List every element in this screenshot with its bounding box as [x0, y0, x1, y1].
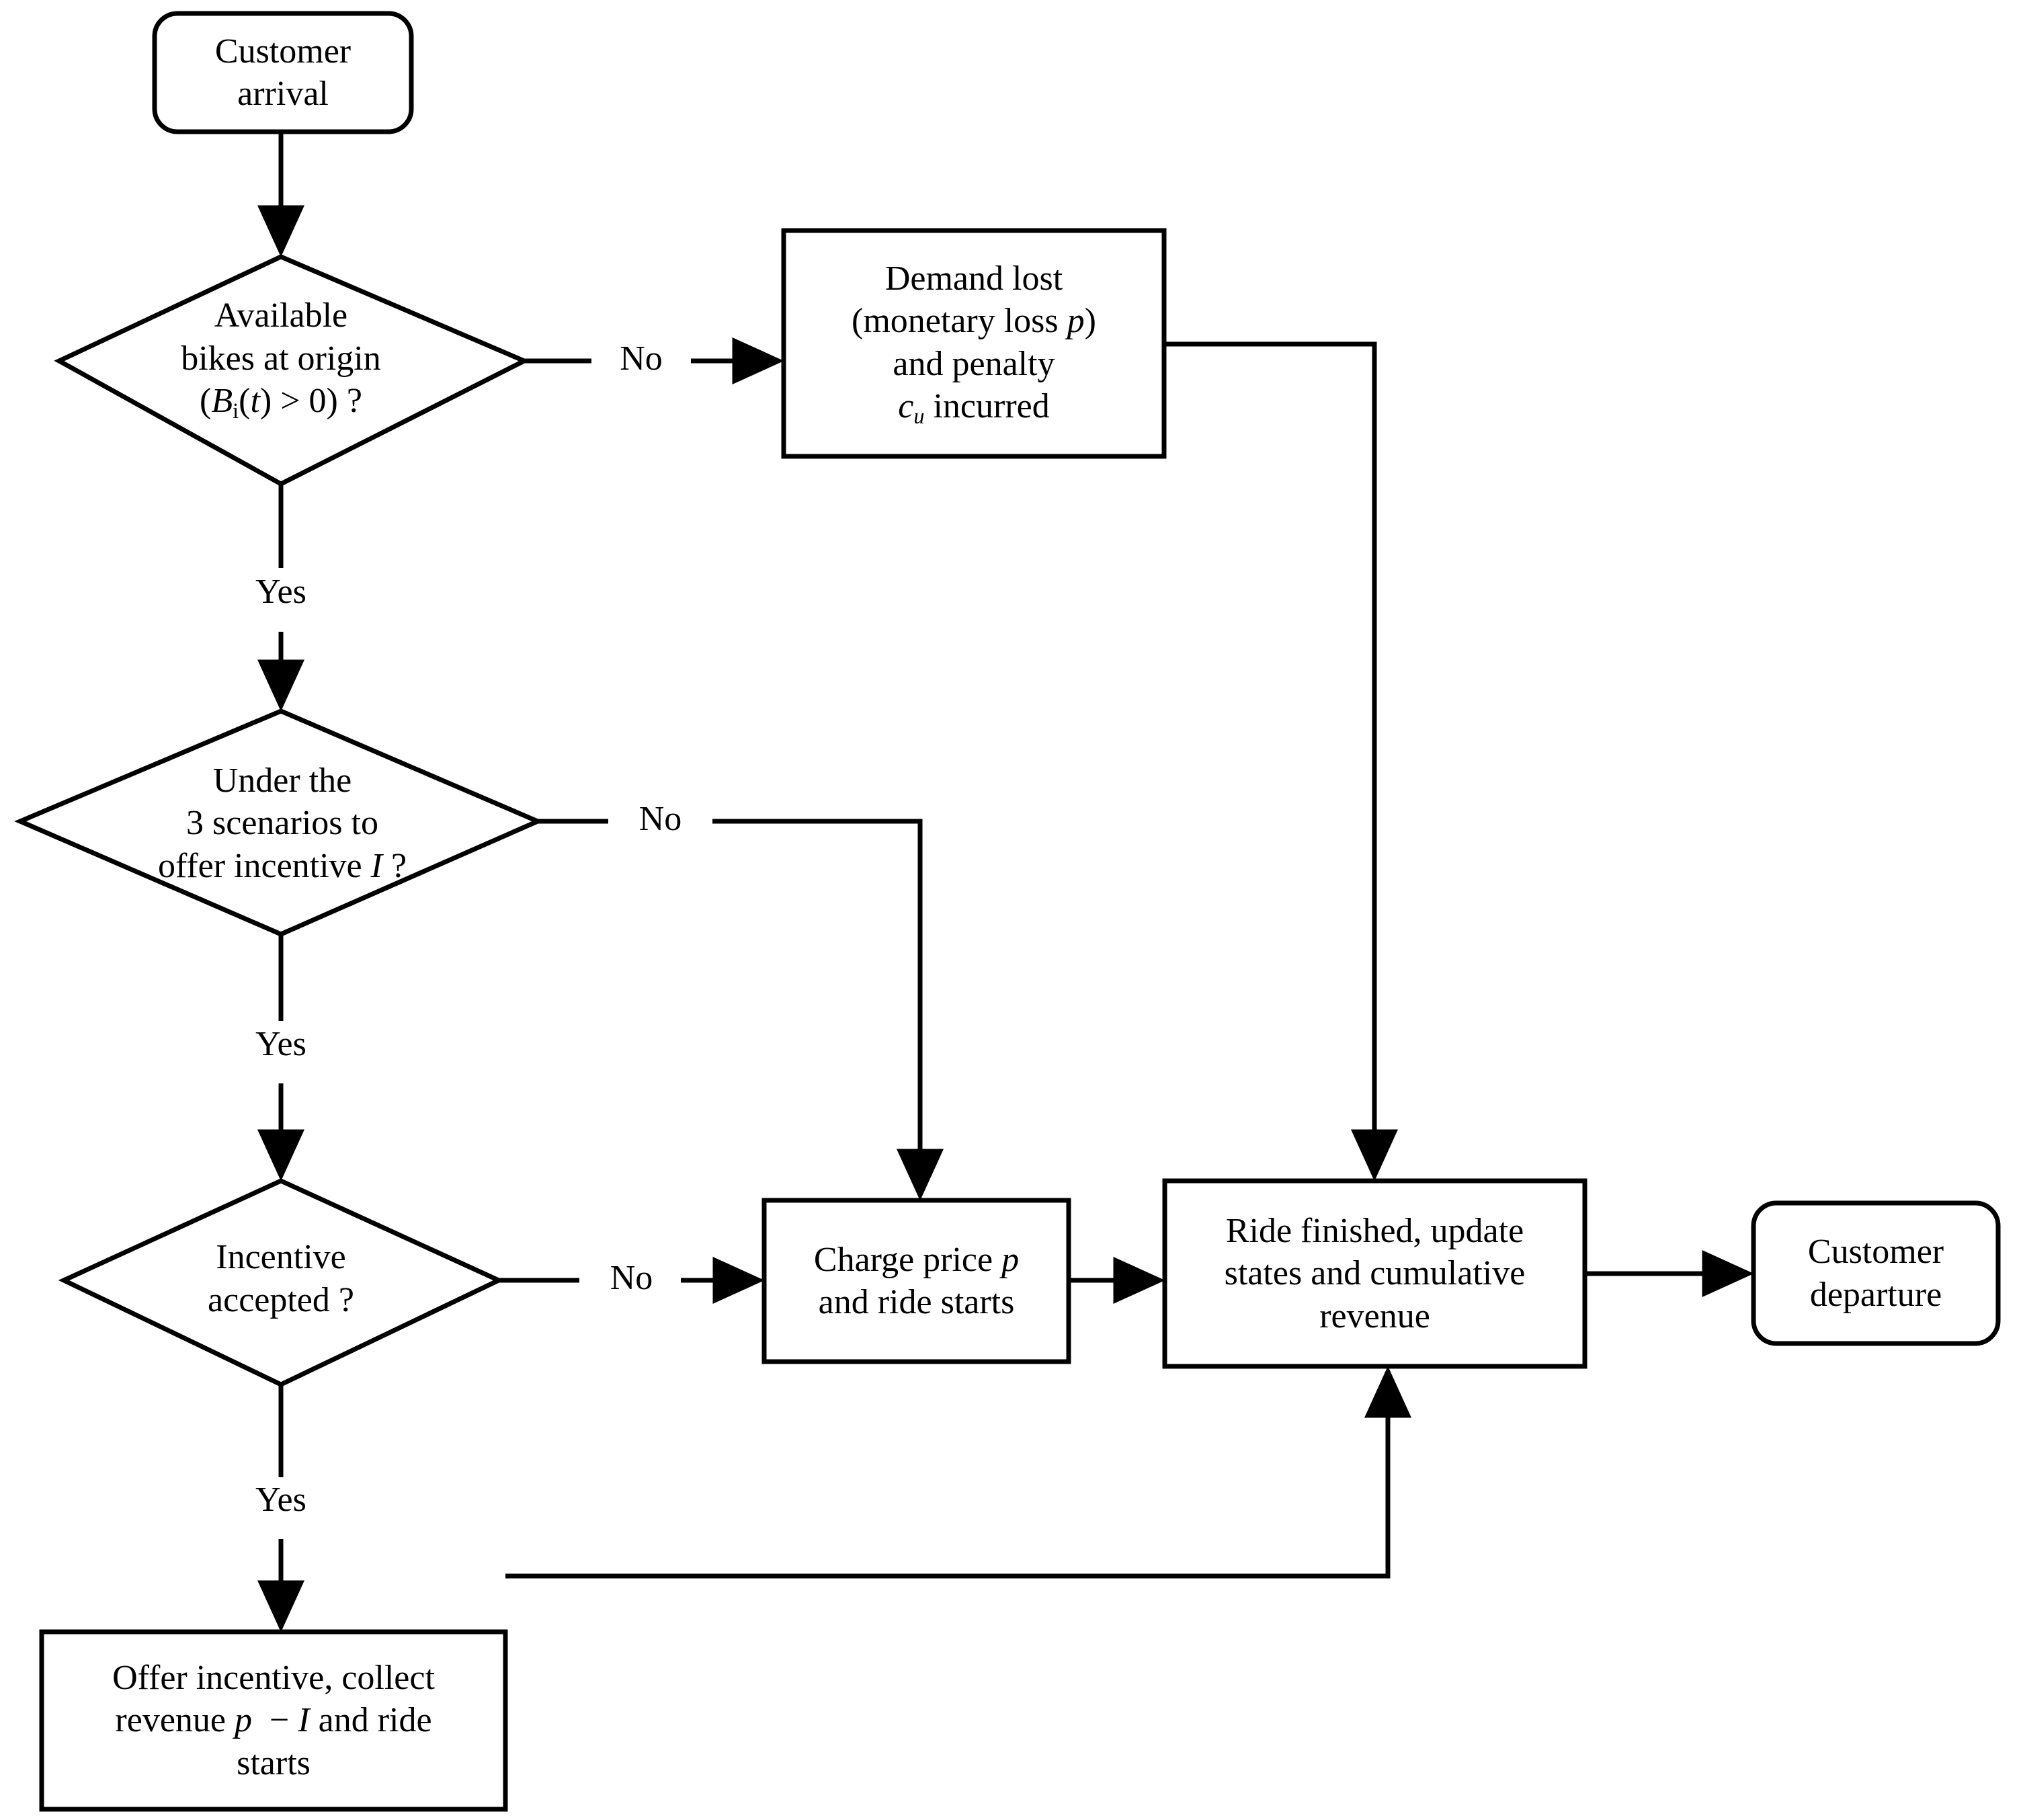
node-demand-lost-shape[interactable] — [781, 228, 1167, 459]
node-customer-arrival-shape[interactable] — [152, 11, 414, 134]
edge-label-scenarios-yes: Yes — [255, 1025, 306, 1063]
edge-label-accepted-yes: Yes — [255, 1481, 306, 1519]
node-charge-price-shape[interactable] — [761, 1198, 1071, 1364]
edge-scenarios-no-right — [712, 819, 944, 1201]
edge-label-accepted-no: No — [610, 1259, 653, 1297]
node-customer-departure-shape[interactable] — [1751, 1200, 2001, 1346]
node-under-scenarios-shape[interactable] — [14, 708, 544, 937]
node-ride-finished-shape[interactable] — [1162, 1178, 1587, 1369]
edge-label-scenarios-no: No — [638, 800, 682, 838]
edge-label-bikes-no: No — [620, 339, 663, 378]
node-incentive-accepted-shape[interactable] — [58, 1178, 505, 1387]
edge-demandlost-to-ridefinished — [1164, 341, 1398, 1182]
edge-offerincentive-to-ridefinished — [505, 1366, 1411, 1579]
node-offer-incentive-shape[interactable] — [39, 1629, 508, 1812]
node-available-bikes-shape[interactable] — [54, 254, 530, 487]
edge-label-bikes-yes: Yes — [255, 573, 306, 611]
